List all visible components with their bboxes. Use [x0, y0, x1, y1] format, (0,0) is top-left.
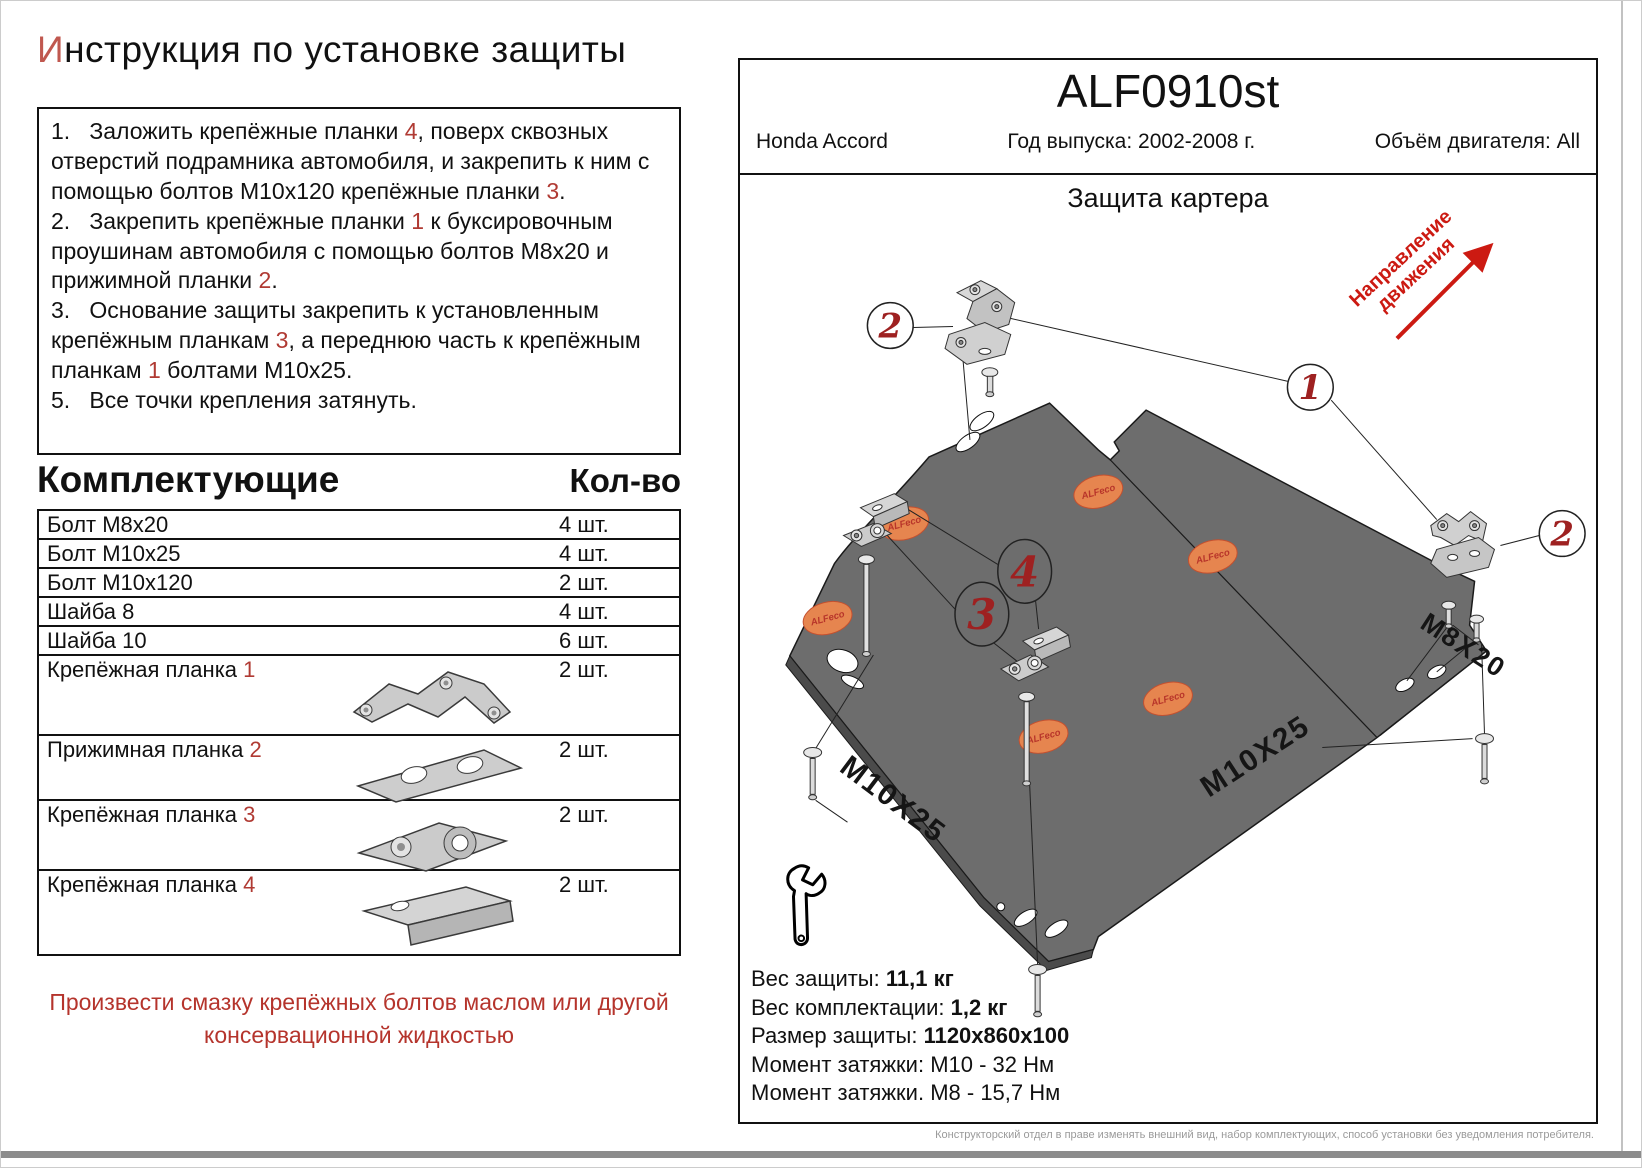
part-name: Болт М10х120 — [47, 570, 193, 595]
step-5: 5. Все точки крепления затянуть. — [51, 387, 417, 414]
product-code: ALF0910st — [1056, 65, 1280, 117]
parts-heading: Комплектующие — [37, 459, 340, 500]
part-qty: 2 шт. — [559, 737, 609, 762]
part-qty: 2 шт. — [559, 802, 609, 827]
installation-steps: 1. Заложить крепёжные планки 4, поверх с… — [37, 107, 681, 455]
callout-4: 4 — [997, 538, 1053, 604]
title-rest: нструкция по установке защиты — [64, 29, 627, 70]
part-qty: 2 шт. — [559, 872, 609, 897]
part-qty: 4 шт. — [559, 512, 609, 537]
svg-text:4: 4 — [1010, 547, 1039, 596]
lubrication-note: Произвести смазку крепёжных болтов масло… — [49, 989, 669, 1049]
spec-torque-m10: Момент затяжки: М10 - 32 Нм — [751, 1051, 1055, 1077]
qty-heading: Кол-во — [569, 462, 681, 499]
page-edge-line — [1621, 1, 1623, 1151]
skid-plate — [785, 402, 1488, 972]
table-row: Болт М8х20 4 шт. — [38, 510, 680, 539]
part-name: Шайба 10 — [47, 628, 147, 653]
part-qty: 2 шт. — [559, 657, 609, 682]
mount-slot — [955, 431, 981, 453]
part-qty: 6 шт. — [559, 628, 609, 653]
title-first-letter: И — [37, 29, 65, 70]
parts-table: Болт М8х20 4 шт. Болт М10х25 4 шт. Болт … — [37, 509, 681, 956]
spec-weight: Вес защиты: 11,1 кг — [751, 966, 954, 991]
angle-bracket-left — [842, 493, 910, 657]
part-name: Шайба 8 — [47, 599, 135, 624]
table-row: Крепёжная планка 1 2 шт. — [38, 655, 680, 735]
car-model: Honda Accord — [756, 130, 888, 153]
step-1: 1. Заложить крепёжные планки 4, поверх с… — [51, 118, 650, 204]
part-qty: 2 шт. — [559, 570, 609, 595]
step-3: 3. Основание защиты закрепить к установл… — [51, 297, 641, 384]
step-2: 2. Закрепить крепёжные планки 1 к буксир… — [51, 207, 613, 294]
callout-2-left: 2 — [866, 301, 914, 350]
production-years: Год выпуска: 2002-2008 г. — [1007, 130, 1256, 153]
part-name: Крепёжная планка 4 — [47, 872, 256, 897]
tow-bracket-front — [944, 280, 1016, 398]
tow-bracket-rear — [1430, 511, 1496, 643]
table-row: Шайба 10 6 шт. — [38, 626, 680, 655]
callout-1: 1 — [1286, 363, 1334, 411]
wrench-icon — [786, 864, 827, 947]
parts-header: Комплектующие Кол-во — [37, 459, 681, 501]
assembly-diagram: Защита картера ALFeco — [785, 183, 1586, 1018]
part-qty: 4 шт. — [559, 541, 609, 566]
svg-text:1: 1 — [1299, 367, 1323, 407]
leader-lines — [815, 317, 1540, 965]
table-row: Болт М10х120 2 шт. — [38, 568, 680, 597]
angle-bracket-right — [999, 626, 1072, 787]
spec-kit-weight: Вес комплектации: 1,2 кг — [751, 994, 1008, 1020]
specs-block: Вес защиты: 11,1 кг Вес комплектации: 1,… — [751, 965, 1069, 1108]
mount-slot — [1013, 908, 1038, 927]
spec-torque-m8: Момент затяжки. М8 - 15,7 Нм — [751, 1080, 1061, 1105]
part-name: Болт М8х20 — [47, 512, 169, 537]
table-row: Прижимная планка 2 2 шт. — [38, 735, 680, 803]
svg-text:2: 2 — [1549, 513, 1574, 553]
bracket-1-image — [339, 660, 539, 741]
mount-slot — [1044, 919, 1069, 938]
callout-3: 3 — [954, 581, 1010, 647]
part-qty: 4 шт. — [559, 599, 609, 624]
callout-2-right: 2 — [1538, 509, 1586, 558]
table-row: Болт М10х25 4 шт. — [38, 539, 680, 568]
clamp-plate-2-image — [339, 740, 539, 811]
mount-hole — [826, 648, 859, 674]
mount-hole — [996, 902, 1006, 912]
table-row: Крепёжная планка 3 2 шт. — [38, 800, 680, 872]
mount-slot — [840, 674, 864, 690]
bolt-m10x25-right — [1475, 733, 1494, 785]
bracket-4-image — [339, 875, 539, 960]
part-name: Крепёжная планка 1 — [47, 657, 256, 682]
table-row: Крепёжная планка 4 2 шт. — [38, 870, 680, 955]
mount-slot — [1395, 677, 1415, 693]
page-bottom-bar — [1, 1151, 1641, 1158]
manufacturer-disclaimer: Конструкторский отдел в праве изменять в… — [935, 1129, 1594, 1141]
diagram-panel: Защита картера ALFeco — [738, 175, 1598, 1124]
bolt-m10x25-left — [803, 747, 823, 801]
direction-arrow: Направление движения — [1345, 206, 1494, 340]
part-name: Болт М10х25 — [47, 541, 181, 566]
svg-text:3: 3 — [967, 590, 996, 639]
product-header: ALF0910st Honda Accord Год выпуска: 2002… — [738, 58, 1598, 175]
part-name: Крепёжная планка 3 — [47, 802, 256, 827]
part-name: Прижимная планка 2 — [47, 737, 262, 762]
table-row: Шайба 8 4 шт. — [38, 597, 680, 626]
svg-text:2: 2 — [878, 305, 903, 345]
mount-slot — [969, 410, 995, 432]
diagram-title: Защита картера — [1067, 183, 1268, 213]
bolt-m10x25-center — [1028, 964, 1048, 1018]
spec-size: Размер защиты: 1120x860x100 — [751, 1023, 1070, 1048]
bracket-3-image — [339, 805, 539, 880]
page-title: Инструкция по установке защиты — [37, 29, 626, 71]
engine-volume: Объём двигателя: All — [1374, 130, 1580, 153]
